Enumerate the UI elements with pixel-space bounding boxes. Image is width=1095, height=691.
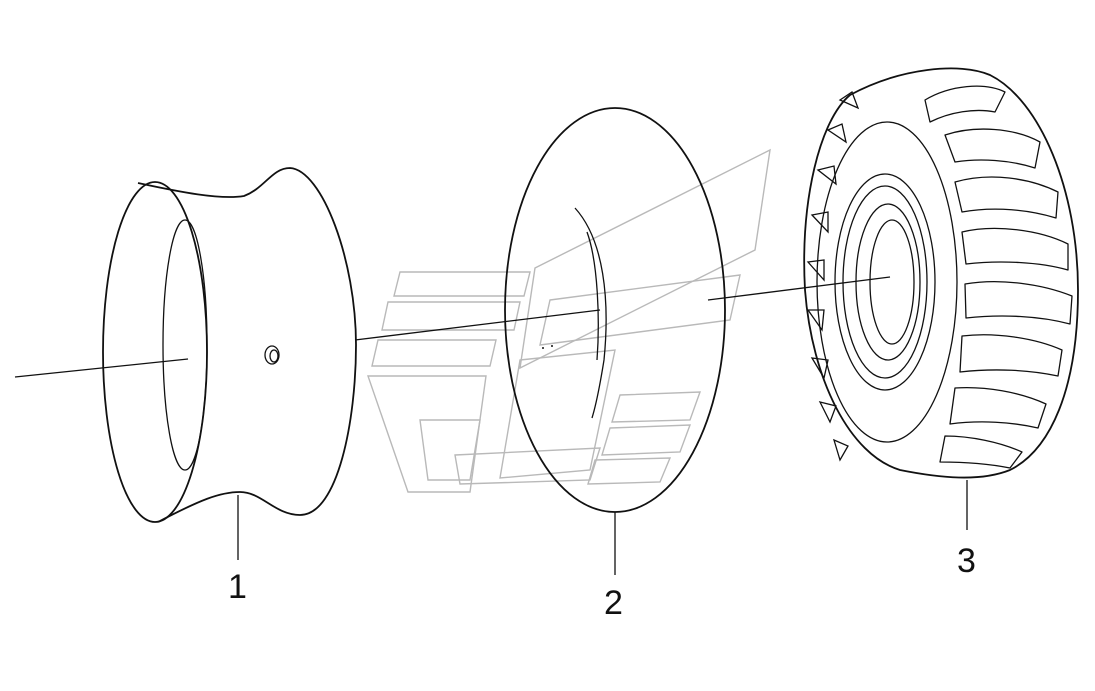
- assembly-axis: [14, 276, 891, 378]
- logo-watermark-icon: [367, 148, 771, 493]
- callout-3: 3: [957, 542, 976, 580]
- rim: [102, 167, 357, 523]
- callout-1: 1: [228, 568, 247, 606]
- tire: [803, 67, 1079, 479]
- callout-2: 2: [604, 584, 623, 622]
- leader-lines: [237, 480, 968, 575]
